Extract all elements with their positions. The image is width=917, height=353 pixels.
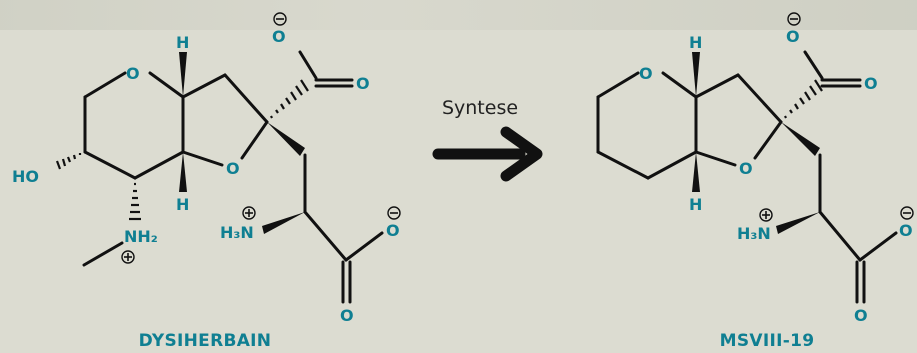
reaction-label: Syntese	[442, 97, 518, 119]
hydrogen-atom-label: H	[176, 33, 189, 52]
hydroxyl-group-label: HO	[12, 167, 39, 186]
positive-charge-icon	[121, 250, 135, 264]
oxygen-atom-label: O	[386, 221, 400, 240]
negative-charge-icon	[273, 12, 287, 26]
oxygen-atom-label: O	[226, 159, 240, 178]
amine-group-label: NH₂	[124, 227, 158, 246]
positive-charge-icon	[759, 208, 773, 222]
negative-charge-icon	[787, 12, 801, 26]
dysiherbain-structure	[82, 50, 384, 304]
dysiherbain-name: DYSIHERBAIN	[139, 331, 272, 351]
msviii-19-structure	[596, 50, 898, 304]
header-band	[0, 0, 917, 30]
reaction-arrow-icon	[432, 126, 543, 182]
oxygen-atom-label: O	[356, 74, 370, 93]
msviii-19-name: MSVIII-19	[720, 331, 815, 351]
oxygen-atom-label: O	[854, 306, 868, 325]
oxygen-atom-label: O	[126, 64, 140, 83]
hydrogen-atom-label: H	[689, 195, 702, 214]
oxygen-atom-label: O	[864, 74, 878, 93]
oxygen-atom-label: O	[639, 64, 653, 83]
oxygen-atom-label: O	[786, 27, 800, 46]
oxygen-atom-label: O	[739, 159, 753, 178]
hydrogen-atom-label: H	[176, 195, 189, 214]
ammonium-group-label: H₃N	[737, 224, 771, 243]
oxygen-atom-label: O	[899, 221, 913, 240]
ammonium-group-label: H₃N	[220, 223, 254, 242]
negative-charge-icon	[387, 206, 401, 220]
negative-charge-icon	[900, 206, 914, 220]
positive-charge-icon	[242, 206, 256, 220]
oxygen-atom-label: O	[272, 27, 286, 46]
oxygen-atom-label: O	[340, 306, 354, 325]
hydrogen-atom-label: H	[689, 33, 702, 52]
